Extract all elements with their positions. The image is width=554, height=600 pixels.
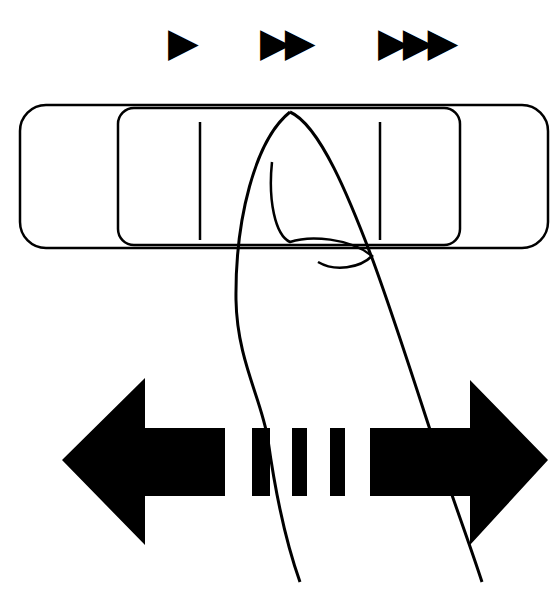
arrow-dash — [292, 428, 307, 496]
fingernail — [271, 162, 372, 268]
speed-indicator: ▶▶ — [260, 22, 310, 62]
segment-divider — [379, 122, 382, 240]
touch-bar-inner — [118, 108, 460, 245]
finger-outline — [236, 112, 300, 582]
left-arrow — [62, 378, 225, 545]
touch-bar-outer — [20, 105, 548, 248]
speed-indicator: ▶ — [168, 22, 193, 62]
arrow-dash — [330, 428, 345, 496]
segment-divider — [199, 122, 202, 240]
speed-indicator: ▶▶▶ — [378, 22, 452, 62]
finger-outline — [290, 112, 482, 582]
right-arrow — [370, 380, 548, 545]
